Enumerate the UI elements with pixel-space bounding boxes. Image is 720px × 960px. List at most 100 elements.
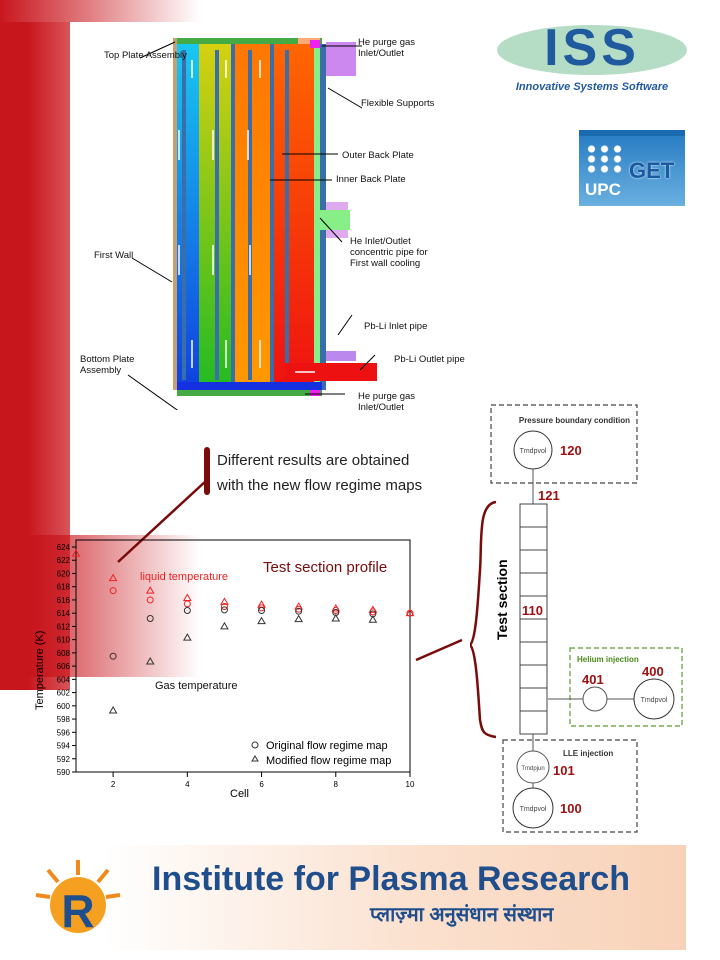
y-tick-label: 608 xyxy=(57,649,71,658)
pipe-cell xyxy=(519,549,548,574)
data-point-circle xyxy=(258,604,266,612)
data-point-triangle xyxy=(331,613,341,622)
data-point-triangle xyxy=(294,614,304,623)
lle-injection-box xyxy=(502,739,638,833)
legend-triangle-marker xyxy=(251,755,259,762)
node-101: 101 xyxy=(553,763,575,778)
label-pbli-inlet: Pb-Li Inlet pipe xyxy=(364,321,428,332)
data-point-triangle xyxy=(405,608,415,617)
data-point-circle xyxy=(183,607,191,615)
x-axis-label: Cell xyxy=(230,788,249,800)
data-point-triangle xyxy=(220,621,229,630)
pressure-box-label: Pressure boundary condition xyxy=(519,416,630,425)
data-point-circle xyxy=(183,600,191,608)
helium-injection-box xyxy=(569,647,683,727)
x-tick-label: 6 xyxy=(259,780,264,789)
annotation-liquid: liquid temperature xyxy=(140,571,228,583)
legend-circle-marker xyxy=(251,741,259,749)
footer-title: Institute for Plasma Research xyxy=(152,860,631,898)
data-point-triangle xyxy=(182,593,192,601)
data-point-circle xyxy=(258,607,266,615)
pipe-cell xyxy=(519,710,548,735)
y-tick-label: 616 xyxy=(57,596,71,605)
data-point-triangle xyxy=(71,549,81,557)
blanket-diagram xyxy=(127,38,377,410)
x-tick-label: 8 xyxy=(334,780,339,789)
label-first-wall: First Wall xyxy=(94,250,134,261)
callout-bar xyxy=(204,447,210,495)
x-tick-label: 4 xyxy=(185,780,190,789)
svg-text:Helium injection: Helium injection xyxy=(577,655,639,664)
y-tick-label: 614 xyxy=(57,609,71,618)
y-tick-label: 624 xyxy=(57,543,71,552)
callout-text: Different results are obtained with the … xyxy=(217,448,422,498)
test-section-label: Test section xyxy=(494,559,510,640)
callout-line-2: with the new flow regime maps xyxy=(217,477,423,494)
test-section-brace xyxy=(470,500,497,739)
label-he-inlet-outlet: He Inlet/Outlet concentric pipe for Firs… xyxy=(350,236,428,269)
tmdpjun-401 xyxy=(582,686,608,712)
y-tick-label: 592 xyxy=(57,755,71,764)
temperature-chart: 5905925945965986006026046066086106126146… xyxy=(34,539,415,800)
data-point-triangle xyxy=(108,705,118,714)
pipe-cell xyxy=(519,641,548,666)
tmdpjun-101 xyxy=(516,750,550,784)
ipr-logo: R xyxy=(35,860,121,937)
pipe-cell xyxy=(519,618,548,643)
node-120: 120 xyxy=(560,443,582,458)
node-100: 100 xyxy=(560,801,582,816)
label-outer-back-plate: Outer Back Plate xyxy=(342,150,414,161)
y-tick-label: 604 xyxy=(57,675,71,684)
y-tick-label: 620 xyxy=(57,569,71,578)
data-point-triangle xyxy=(294,602,304,610)
label-flexible-supports: Flexible Supports xyxy=(361,98,435,109)
pipe-cell xyxy=(519,687,548,712)
label-pbli-outlet: Pb-Li Outlet pipe xyxy=(394,354,465,365)
data-point-triangle xyxy=(145,586,155,594)
data-point-triangle xyxy=(145,656,155,665)
upc-get-logo: UPC GET xyxy=(579,130,685,206)
data-point-circle xyxy=(220,603,228,611)
data-point-circle xyxy=(109,587,117,595)
y-tick-label: 612 xyxy=(57,622,71,631)
y-tick-label: 590 xyxy=(57,768,71,777)
plot-frame xyxy=(75,539,411,773)
y-tick-label: 606 xyxy=(57,662,71,671)
y-tick-label: 622 xyxy=(57,556,71,565)
y-tick-label: 598 xyxy=(57,715,71,724)
label-bottom-plate: Bottom Plate Assembly xyxy=(80,354,135,376)
data-point-circle xyxy=(109,652,117,660)
svg-text:Tmdpjun: Tmdpjun xyxy=(521,766,544,772)
callout-line-1: Different results are obtained xyxy=(217,452,410,469)
svg-text:Pressure boundary condition: Pressure boundary condition xyxy=(519,416,630,425)
svg-text:LLE injection: LLE injection xyxy=(563,749,613,758)
pipe-cell xyxy=(519,503,548,528)
data-point-triangle xyxy=(220,597,229,605)
data-point-circle xyxy=(146,596,154,604)
node-401: 401 xyxy=(582,672,604,687)
annotation-gas: Gas temperature xyxy=(155,680,238,692)
iss-logo: ISS Innovative Systems Software xyxy=(497,19,687,95)
data-point-triangle xyxy=(331,604,341,612)
node-110: 110 xyxy=(522,603,543,618)
data-point-triangle xyxy=(257,600,266,608)
label-he-purge-top: He purge gas Inlet/Outlet xyxy=(358,37,416,59)
legend-modified: Modified flow regime map xyxy=(266,755,391,767)
x-tick-label: 10 xyxy=(406,780,415,789)
svg-text:Tmdpvol: Tmdpvol xyxy=(520,448,547,455)
data-point-circle xyxy=(146,614,154,622)
legend-original: Original flow regime map xyxy=(266,740,388,752)
label-inner-back-plate: Inner Back Plate xyxy=(336,174,406,185)
y-tick-label: 618 xyxy=(57,583,71,592)
data-point-triangle xyxy=(182,633,192,641)
svg-text:Tmdpvol: Tmdpvol xyxy=(520,806,547,813)
tmdpvol-100 xyxy=(512,787,554,829)
y-tick-label: 594 xyxy=(57,742,71,751)
y-axis-label: Temperature (K) xyxy=(34,631,46,710)
data-point-triangle xyxy=(108,573,118,582)
label-top-plate: Top Plate Assembly xyxy=(104,50,187,61)
pipe-cell xyxy=(519,572,548,597)
x-tick-label: 2 xyxy=(111,780,116,789)
node-121: 121 xyxy=(538,488,560,503)
node-400: 400 xyxy=(642,664,664,679)
